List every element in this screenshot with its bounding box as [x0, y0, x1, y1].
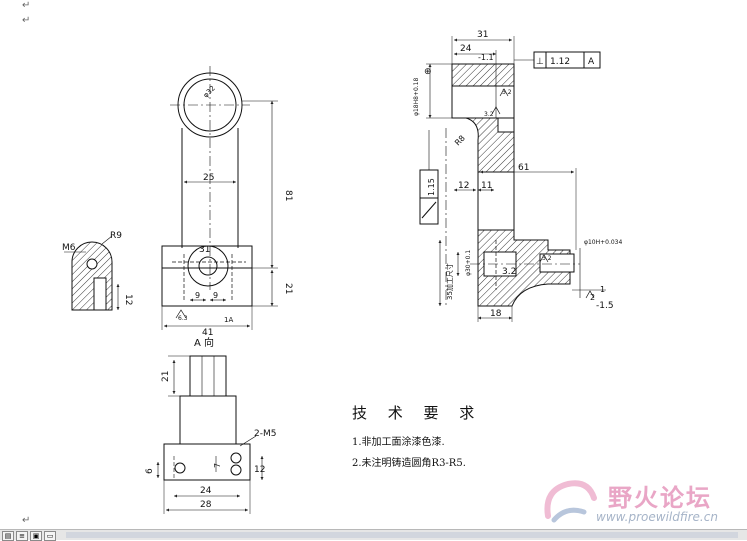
top-block-body: [451, 85, 515, 119]
label-1: 1: [600, 285, 605, 294]
boss-circle: [187, 245, 229, 287]
tech-requirements: 技 术 要 求 1.非加工面涂漆色漆. 2.未注明铸造圆角R3-R5.: [352, 402, 482, 475]
horizontal-scrollbar[interactable]: [66, 532, 738, 538]
bottom-hole-right-bottom: [230, 464, 242, 476]
m6-text: M6: [62, 243, 76, 253]
front-view-labels: φ32 25 81 21 41 31 9 9 6.3 1A: [178, 84, 293, 338]
bore2-spec-text: φ10H+0.034: [584, 239, 622, 246]
dim-41-text: 41: [202, 328, 213, 338]
frame-115-text: 1.15: [427, 178, 436, 196]
web-view-button[interactable]: ≡: [16, 531, 28, 541]
dim-12-right-text: 12: [458, 181, 469, 191]
bottom-base: [163, 443, 251, 481]
side-detail-slot: [93, 277, 107, 311]
flatness-symbol: ⊕: [424, 67, 432, 77]
bottom-view: [156, 355, 264, 514]
slot-spec-text: 35加工尺寸: [445, 263, 454, 300]
bottom-dim-7-text: 7: [213, 463, 222, 468]
watermark: 野火论坛 www.proewildfire.cn: [540, 476, 740, 528]
normal-view-button[interactable]: ▤: [2, 531, 14, 541]
side-bore: [539, 253, 575, 273]
dim-12-side-text: 12: [123, 294, 133, 305]
tolerance-frame-side: [419, 169, 439, 225]
outline-view-button[interactable]: ▭: [44, 531, 56, 541]
roughness-symbol: [175, 309, 187, 319]
dim-11-text: 11: [481, 181, 492, 191]
label-2: 2: [590, 293, 595, 302]
rough-a32-text: 3.2: [542, 255, 552, 262]
bottom-view-labels: A 向 21 2-M5 6 7 12 24 28: [145, 336, 276, 510]
lower-section-hatch: [477, 229, 571, 307]
bottom-hole-left: [174, 462, 186, 474]
bottom-dim-6-text: 6: [145, 468, 155, 474]
page-view-button[interactable]: ▣: [30, 531, 42, 541]
roughness-text: 6.3: [178, 315, 188, 322]
bottom-dim-28-text: 28: [200, 500, 212, 510]
m5-leader: [239, 435, 257, 447]
rough-top-text: 3.2: [502, 89, 512, 96]
tech-requirement-1: 1.非加工面涂漆色漆.: [352, 437, 445, 448]
bottom-dim-21-text: 21: [161, 371, 171, 382]
dim-81-text: 81: [283, 190, 293, 201]
top-block-hatch: [451, 63, 515, 87]
frame-cell-3: A: [588, 57, 595, 67]
front-view: [161, 66, 278, 330]
boss-dia-text: 31: [199, 245, 210, 255]
tol-1-1-text: -1.1: [478, 53, 494, 62]
rough-bottom-symbol: [585, 290, 595, 299]
r9-text: R9: [110, 231, 122, 241]
frame-cell-2: 1.12: [550, 57, 570, 67]
base-block: [161, 245, 253, 307]
right-view-labels: 31 24 -1.1 ⊥ 1.12 A ⊕ φ18H8+0.18 3.2 R8 …: [413, 30, 622, 319]
dim-31-text: 31: [477, 30, 488, 40]
watermark-logo-icon: [544, 480, 597, 523]
dim-9-left-text: 9: [195, 291, 200, 300]
para-mark-2: ↵: [22, 15, 31, 26]
bottom-upper-block: [189, 355, 227, 397]
right-view: [419, 36, 606, 322]
label-1-5: -1.5: [596, 301, 614, 311]
rough-mid-symbol: [491, 106, 501, 115]
rough-mid-text: 3.2: [484, 111, 494, 118]
bottom-hole-right-top: [230, 452, 242, 464]
frame-cell-1: ⊥: [536, 57, 544, 67]
side-detail-hole: [86, 258, 98, 270]
bore-spec-text: φ18H8+0.18: [413, 78, 420, 116]
dim-24-text: 24: [460, 44, 472, 54]
status-bar: ▤ ≡ ▣ ▭: [0, 529, 747, 541]
bottom-dim-12-text: 12: [254, 465, 265, 475]
rough-a32-symbol: [539, 254, 549, 263]
para-mark-1: ↵: [22, 0, 31, 11]
dim-61-text: 61: [518, 163, 529, 173]
tech-requirements-title: 技 术 要 求: [352, 404, 483, 422]
section-label: 1A: [224, 316, 233, 324]
bottom-middle-block: [179, 395, 237, 445]
rough-top-symbol: [499, 88, 509, 97]
side-detail: [64, 235, 120, 311]
bore3-spec-text: φ30+0.1: [465, 250, 472, 276]
side-frame-symbol: [421, 201, 437, 219]
dim-21-text: 21: [283, 283, 293, 294]
rough-32-bottom-text: 3.2: [502, 267, 516, 277]
watermark-name: 野火论坛: [608, 484, 712, 512]
r8-text: R8: [453, 134, 467, 148]
m5-text: 2-M5: [254, 429, 276, 439]
side-detail-labels: M6 R9 12: [62, 231, 133, 305]
watermark-url: www.proewildfire.cn: [596, 510, 718, 524]
dim-25-text: 25: [203, 173, 214, 183]
dim-18-text: 18: [490, 309, 502, 319]
bottom-view-title: A 向: [194, 336, 214, 349]
boss-hole: [198, 256, 218, 276]
r9-leader: [101, 235, 113, 245]
ring-label: φ32: [202, 84, 217, 99]
bottom-dim-24-text: 24: [200, 486, 212, 496]
neck-notch: [497, 117, 515, 133]
para-mark-3: ↵: [22, 515, 31, 526]
dim-9-right-text: 9: [213, 291, 218, 300]
tech-requirement-2: 2.未注明铸造圆角R3-R5.: [352, 458, 466, 469]
